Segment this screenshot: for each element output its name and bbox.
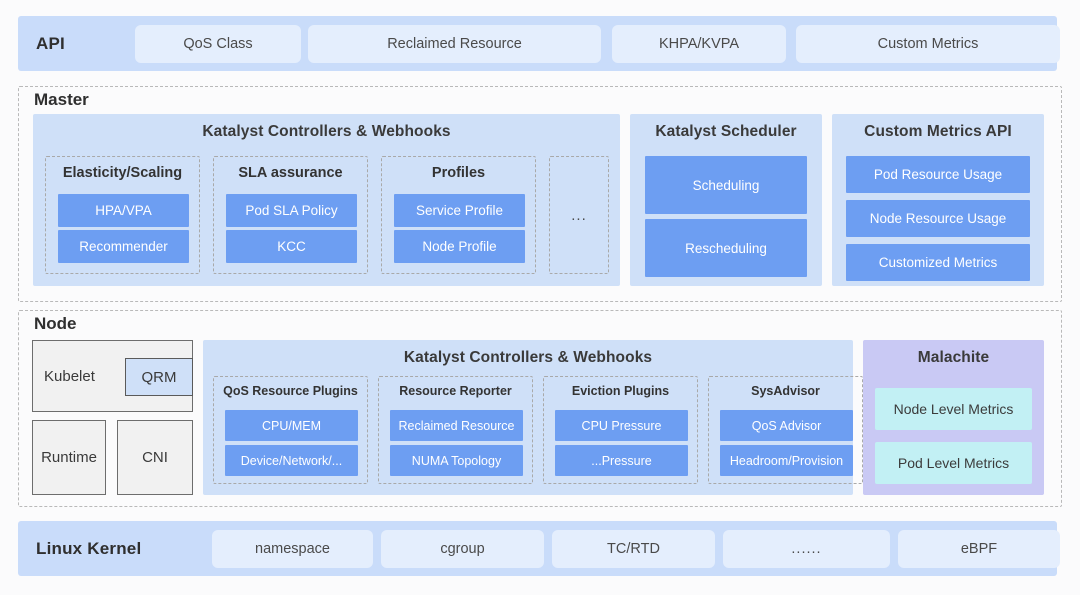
item-cpu-mem[interactable]: CPU/MEM xyxy=(225,410,358,441)
runtime-label: Runtime xyxy=(41,449,97,466)
master-custom-metrics-panel-title: Custom Metrics API xyxy=(864,123,1012,140)
item-rescheduling[interactable]: Rescheduling xyxy=(645,219,807,277)
group-eviction-plugins: Eviction Plugins CPU Pressure ...Pressur… xyxy=(543,376,698,484)
item-node-level-metrics[interactable]: Node Level Metrics xyxy=(875,388,1032,430)
node-section xyxy=(18,310,1062,507)
kernel-item-cgroup[interactable]: cgroup xyxy=(381,529,544,568)
api-item-reclaimed-resource[interactable]: Reclaimed Resource xyxy=(308,24,601,63)
kernel-item-namespace[interactable]: namespace xyxy=(212,529,373,568)
api-item-custom-metrics[interactable]: Custom Metrics xyxy=(796,24,1060,63)
item-customized-metrics[interactable]: Customized Metrics xyxy=(846,244,1030,281)
group-qos-resource-plugins-title: QoS Resource Plugins xyxy=(223,384,358,398)
api-row: API QoS Class Reclaimed Resource KHPA/KV… xyxy=(18,16,1060,71)
api-item-qos-class[interactable]: QoS Class xyxy=(135,24,301,63)
master-controllers-panel: Katalyst Controllers & Webhooks Elastici… xyxy=(33,114,620,286)
cni-label: CNI xyxy=(142,449,168,466)
group-profiles-title: Profiles xyxy=(431,165,486,181)
api-row-title: API xyxy=(36,33,65,53)
group-sla-assurance-title: SLA assurance xyxy=(238,165,343,181)
kubelet-label: Kubelet xyxy=(44,367,95,385)
item-service-profile[interactable]: Service Profile xyxy=(394,194,525,227)
item-kcc[interactable]: KCC xyxy=(226,230,357,263)
item-headroom-provision[interactable]: Headroom/Provision xyxy=(720,445,853,476)
master-section-label: Master xyxy=(34,90,89,109)
kernel-item-tc-rtd[interactable]: TC/RTD xyxy=(552,529,715,568)
cni-box: CNI xyxy=(117,420,193,495)
item-recommender[interactable]: Recommender xyxy=(58,230,189,263)
item-scheduling[interactable]: Scheduling xyxy=(645,156,807,214)
master-section xyxy=(18,86,1062,302)
group-elasticity-scaling: Elasticity/Scaling HPA/VPA Recommender xyxy=(45,156,200,274)
node-controllers-panel: Katalyst Controllers & Webhooks QoS Reso… xyxy=(203,340,863,495)
item-device-network[interactable]: Device/Network/... xyxy=(225,445,358,476)
group-elasticity-scaling-title: Elasticity/Scaling xyxy=(62,165,183,181)
master-controllers-panel-title: Katalyst Controllers & Webhooks xyxy=(202,123,451,140)
item-pod-sla-policy[interactable]: Pod SLA Policy xyxy=(226,194,357,227)
group-resource-reporter: Resource Reporter Reclaimed Resource NUM… xyxy=(378,376,533,484)
group-sysadvisor-title: SysAdvisor xyxy=(751,384,820,398)
item-other-pressure[interactable]: ...Pressure xyxy=(555,445,688,476)
node-section-label: Node xyxy=(34,314,77,333)
group-more[interactable]: ... xyxy=(549,156,609,274)
item-pod-level-metrics[interactable]: Pod Level Metrics xyxy=(875,442,1032,484)
item-numa-topology[interactable]: NUMA Topology xyxy=(390,445,523,476)
malachite-panel: Malachite Node Level Metrics Pod Level M… xyxy=(863,340,1044,495)
api-item-khpa-kvpa[interactable]: KHPA/KVPA xyxy=(612,24,786,63)
node-controllers-panel-title: Katalyst Controllers & Webhooks xyxy=(403,349,653,366)
qrm-box[interactable]: QRM xyxy=(125,358,193,396)
item-node-profile[interactable]: Node Profile xyxy=(394,230,525,263)
malachite-panel-title: Malachite xyxy=(917,349,990,366)
item-pod-resource-usage[interactable]: Pod Resource Usage xyxy=(846,156,1030,193)
master-scheduler-panel: Katalyst Scheduler Scheduling Rescheduli… xyxy=(630,114,822,286)
runtime-box: Runtime xyxy=(32,420,106,495)
group-sla-assurance: SLA assurance Pod SLA Policy KCC xyxy=(213,156,368,274)
group-qos-resource-plugins: QoS Resource Plugins CPU/MEM Device/Netw… xyxy=(213,376,368,484)
group-sysadvisor: SysAdvisor QoS Advisor Headroom/Provisio… xyxy=(708,376,863,484)
master-custom-metrics-panel: Custom Metrics API Pod Resource Usage No… xyxy=(832,114,1044,286)
item-hpa-vpa[interactable]: HPA/VPA xyxy=(58,194,189,227)
item-reclaimed-resource[interactable]: Reclaimed Resource xyxy=(390,410,523,441)
kernel-row: Linux Kernel namespace cgroup TC/RTD ...… xyxy=(18,521,1060,576)
group-more-ellipsis-icon: ... xyxy=(571,206,587,224)
item-qos-advisor[interactable]: QoS Advisor xyxy=(720,410,853,441)
master-scheduler-panel-title: Katalyst Scheduler xyxy=(655,123,797,140)
group-resource-reporter-title: Resource Reporter xyxy=(399,384,512,398)
group-profiles: Profiles Service Profile Node Profile xyxy=(381,156,536,274)
item-cpu-pressure[interactable]: CPU Pressure xyxy=(555,410,688,441)
item-node-resource-usage[interactable]: Node Resource Usage xyxy=(846,200,1030,237)
kernel-item-ebpf[interactable]: eBPF xyxy=(898,529,1060,568)
group-eviction-plugins-title: Eviction Plugins xyxy=(571,384,670,398)
kernel-row-title: Linux Kernel xyxy=(36,538,142,558)
kernel-item-ellipsis[interactable]: ...... xyxy=(723,529,890,568)
